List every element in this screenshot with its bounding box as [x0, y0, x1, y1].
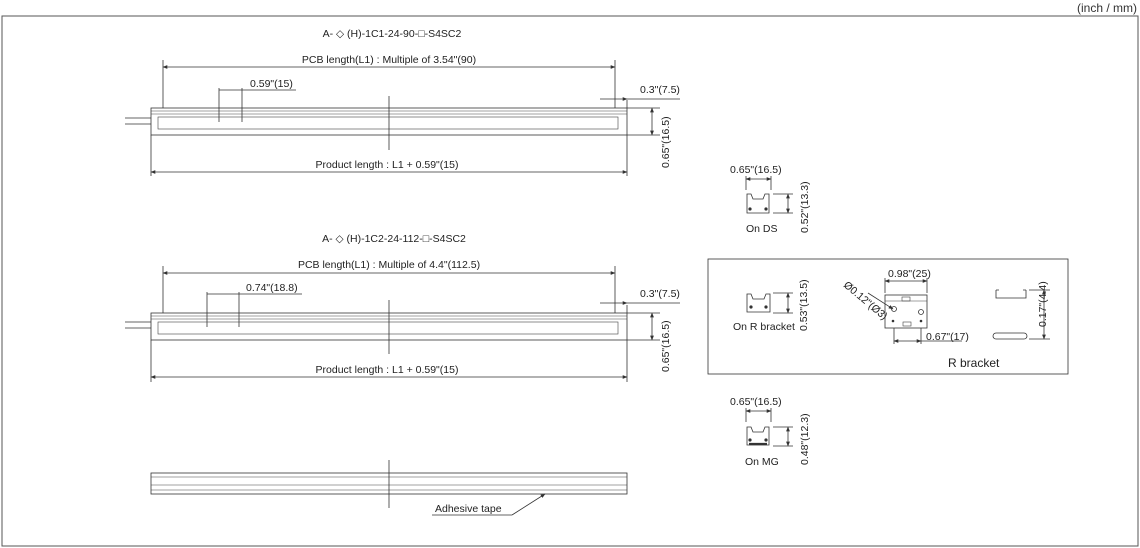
ds-profile-shape	[746, 193, 770, 214]
bracket-width: 0.98"(25)	[888, 268, 931, 280]
strip-1-pcb-length: PCB length(L1) : Multiple of 3.54"(90)	[302, 54, 476, 66]
strip-channel	[157, 321, 619, 335]
on-mg-label: On MG	[745, 456, 779, 468]
on-ds-width: 0.65"(16.5)	[730, 164, 782, 176]
mount-hole	[891, 306, 897, 312]
strip-2-height: 0.3"(7.5)	[640, 288, 680, 300]
bracket-tab	[902, 321, 912, 327]
adhesive-tape-label: Adhesive tape	[435, 503, 502, 515]
strip-2-product-length: Product length : L1 + 0.59"(15)	[316, 364, 459, 376]
strip-2-depth: 0.65"(16.5)	[660, 320, 672, 372]
rivet	[919, 319, 923, 323]
strip-1: A- ◇ (H)-1C1-24-90-□-S4SC2 PCB length(L1…	[125, 28, 680, 176]
hole-pitch: 0.67"(17)	[926, 331, 969, 343]
on-mg-width: 0.65"(16.5)	[730, 396, 782, 408]
on-r-bracket-height: 0.53"(13.5)	[798, 279, 810, 331]
hole-leader	[867, 292, 894, 310]
rivet	[891, 319, 895, 323]
on-ds-profile: 0.65"(16.5) 0.52"(13.3) On DS	[730, 164, 811, 235]
strip-2-pitch: 0.74"(18.8)	[246, 282, 298, 294]
on-r-bracket-label: On R bracket	[733, 321, 795, 333]
mount-hole	[918, 309, 924, 315]
on-ds-label: On DS	[746, 223, 778, 235]
bracket-base	[992, 332, 1028, 340]
on-ds-height: 0.52"(13.3)	[799, 181, 811, 233]
screw-mark	[748, 207, 752, 211]
r-bracket-panel: 0.53"(13.5) On R bracket Ø0.12"(Ø3) 0.98…	[707, 258, 1069, 375]
bracket-tab	[901, 296, 911, 302]
strip-1-product-length: Product length : L1 + 0.59"(15)	[316, 159, 459, 171]
bracket-plate	[884, 294, 928, 329]
screw-mark	[749, 305, 753, 309]
strip-1-model: A- ◇ (H)-1C1-24-90-□-S4SC2	[323, 28, 462, 40]
strip-3: Adhesive tape	[150, 460, 628, 516]
strip-2-model: A- ◇ (H)-1C2-24-112-□-S4SC2	[322, 233, 466, 245]
screw-mark	[764, 305, 768, 309]
r-bracket-title: R bracket	[948, 356, 1000, 370]
r-bracket-frame	[707, 258, 1069, 375]
on-mg-height: 0.48"(12.3)	[799, 413, 811, 465]
screw-mark	[764, 207, 768, 211]
r-profile-shape	[746, 293, 771, 313]
hole-diameter: Ø0.12"(Ø3)	[841, 279, 890, 322]
screw-mark	[764, 438, 768, 442]
strip-1-pitch: 0.59"(15)	[250, 78, 293, 90]
strip-channel	[157, 116, 619, 130]
drawing-frame	[1, 15, 1139, 547]
strip-2-pcb-length: PCB length(L1) : Multiple of 4.4"(112.5)	[298, 259, 480, 271]
strip-1-depth: 0.65"(16.5)	[660, 116, 672, 168]
units-label: (inch / mm)	[1077, 1, 1137, 15]
adhesive-arrow	[511, 493, 546, 516]
on-mg-profile: 0.65"(16.5) 0.48"(12.3) On MG	[730, 396, 811, 468]
strip-2: A- ◇ (H)-1C2-24-112-□-S4SC2 PCB length(L…	[125, 233, 680, 382]
bracket-side-profile	[995, 290, 1027, 299]
strip-1-height: 0.3"(7.5)	[640, 84, 680, 96]
mg-profile-shape	[746, 426, 770, 446]
screw-mark	[748, 438, 752, 442]
bracket-thickness: 0.17"(4.4)	[1037, 281, 1049, 327]
